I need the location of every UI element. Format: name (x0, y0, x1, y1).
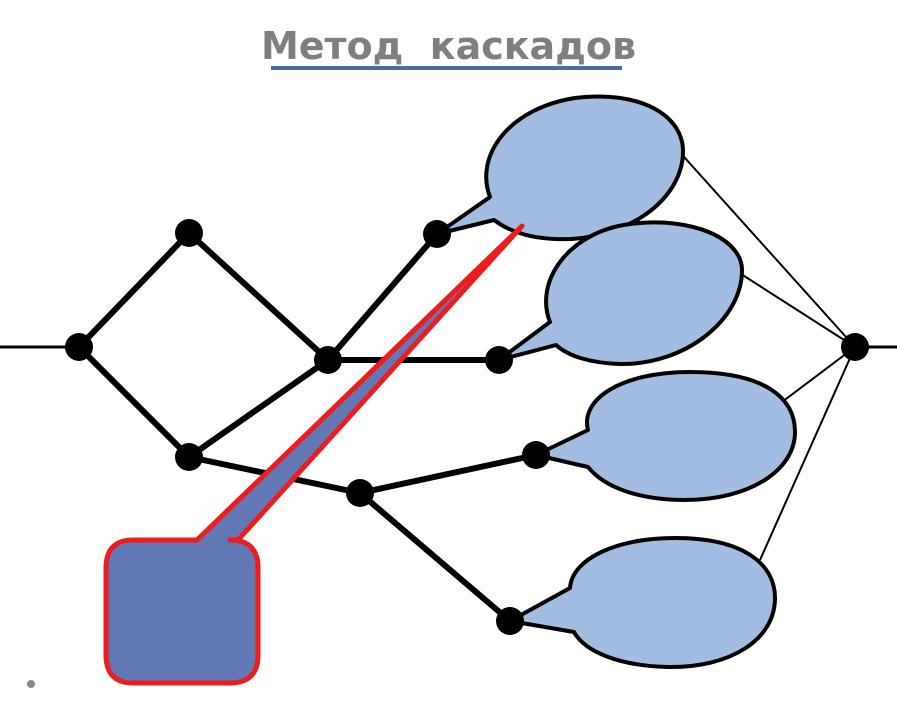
edges (76, 230, 539, 624)
edge-a-b (76, 230, 192, 350)
edge-c-d (186, 357, 331, 460)
node-top (175, 219, 203, 247)
callout (103, 223, 525, 686)
connector-bubble-3 (781, 346, 856, 403)
node-bottom (175, 443, 203, 471)
title-underline (271, 66, 622, 70)
edge-a-c (76, 344, 192, 460)
thin-connectors (675, 147, 856, 561)
node-bubble-3 (522, 441, 550, 469)
node-output (841, 333, 869, 361)
edge-b-d (186, 230, 331, 363)
node-bubble-2 (485, 346, 513, 374)
edge-g-i (357, 490, 513, 624)
bubble-3 (534, 370, 797, 502)
nodes (65, 219, 869, 635)
node-bubble-4 (496, 607, 524, 635)
node-split (346, 479, 374, 507)
connector-bubble-4 (759, 346, 856, 561)
bubbles (435, 94, 797, 670)
node-bubble-1 (423, 220, 451, 248)
connector-bubble-2 (737, 271, 856, 348)
bullet-dot-icon (27, 680, 35, 688)
node-input (65, 333, 93, 361)
edge-d-e (325, 231, 440, 363)
node-center (314, 346, 342, 374)
bubble-4 (508, 536, 777, 670)
bubble-2 (497, 220, 744, 367)
bubble-1 (435, 94, 686, 242)
connector-bubble-1 (675, 147, 856, 348)
slide-title: Метод каскадов (260, 24, 637, 68)
callout-box (103, 223, 525, 686)
edge-g-h (357, 452, 539, 496)
